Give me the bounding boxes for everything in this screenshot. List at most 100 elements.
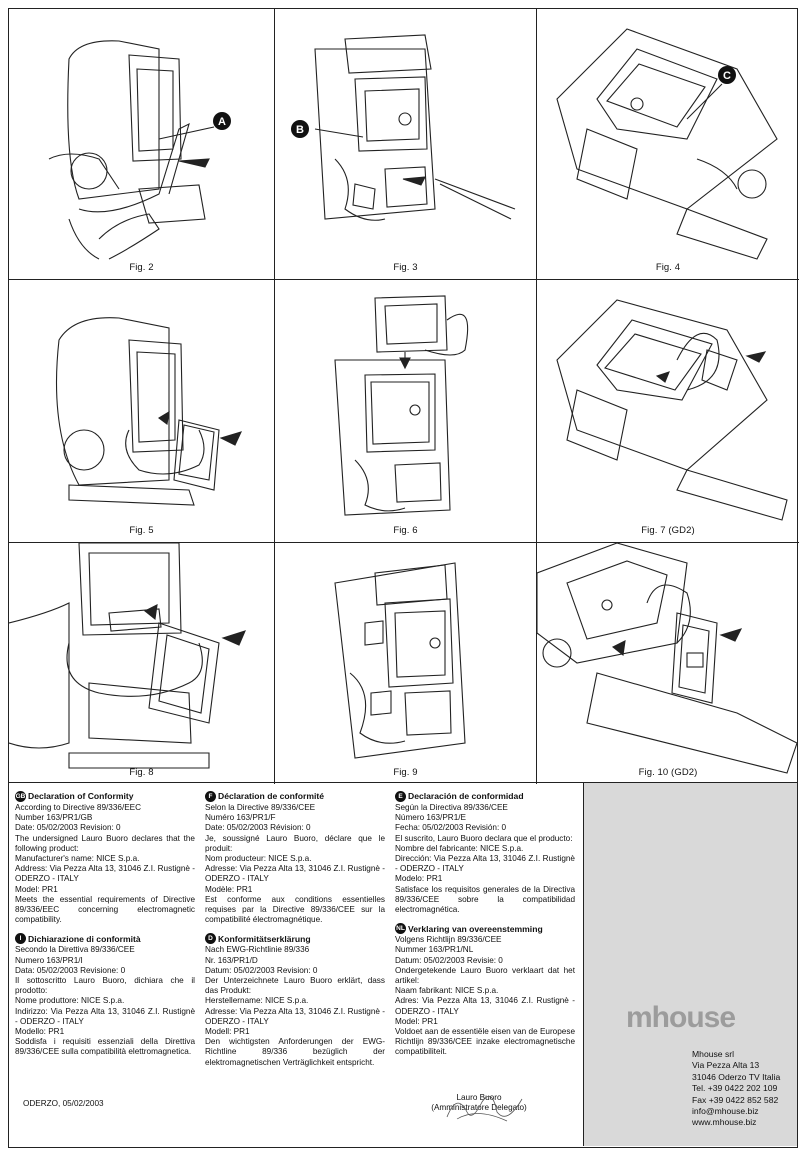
statement: Je, soussigné Lauro Buoro, déclare que l… [205,833,385,853]
figure-caption: Fig. 9 [393,767,418,778]
number-line: Number 163/PR1/GB [15,813,93,823]
model-line: Model: PR1 [395,1016,438,1026]
fig2-illustration: A [48,40,231,260]
address-line: Adresse: Via Pezza Alta 13, 31046 Z.I. R… [205,1006,385,1026]
model-line: Model: PR1 [15,884,58,894]
fig6-illustration [334,295,469,516]
figure-caption: Fig. 2 [129,262,154,273]
manufacturer-line: Nombre del fabricante: NICE S.p.a. [395,843,524,853]
figure-7: Fig. 7 (GD2) [537,280,799,543]
callout-b: B [296,124,304,136]
declaration-title: Déclaration de conformité [218,791,325,802]
number-line: Nr. 163/PR1/D [205,955,258,965]
figure-caption: Fig. 3 [393,262,418,273]
language-badge-i: I [15,933,26,945]
directive-line: Selon la Directive 89/336/CEE [205,803,316,812]
conformity-statement: Soddisfa i requisiti essenziali della Di… [15,1037,195,1057]
address-line: Dirección: Via Pezza Alta 13, 31046 Z.I.… [395,854,575,874]
manufacturer-line: Manufacturer's name: NICE S.p.a. [15,854,140,864]
row-divider [9,279,799,280]
fig7-illustration [556,299,788,521]
fig4-illustration: C [556,28,778,260]
email-line: info@mhouse.biz [692,1106,759,1117]
place-date: ODERZO, 05/02/2003 [23,1099,104,1108]
fax-line: Fax +39 0422 852 582 [692,1094,779,1105]
figure-3: B Fig. 3 [275,9,537,280]
address-line: Adres: Via Pezza Alta 13, 31046 Z.I. Rus… [395,996,575,1016]
figure-caption: Fig. 5 [129,525,154,536]
company-address: Mhouse srl Via Pezza Alta 13 31046 Oderz… [692,1049,780,1129]
date-line: Date: 05/02/2003 Révision: 0 [205,823,311,833]
figure-grid: A Fig. 2 [8,8,799,784]
number-line: Numero 163/PR1/I [15,955,83,965]
statement: Der Unterzeichnete Lauro Buoro erklärt, … [205,976,385,996]
manufacturer-line: Nome produttore: NICE S.p.a. [15,996,125,1006]
language-badge-gb: GB [15,791,26,802]
conformity-statement: Satisface los requisitos generales de la… [395,884,575,915]
city-line: 31046 Oderzo TV Italia [692,1071,781,1082]
date-line: Datum: 05/02/2003 Revision: 0 [205,965,318,975]
declaration-title: Dichiarazione di conformità [28,933,141,944]
figure-caption: Fig. 6 [393,525,418,536]
address-line: Adresse: Via Pezza Alta 13, 31046 Z.I. R… [205,864,385,884]
directive-line: Volgens Richtlijn 89/336/CEE [395,935,502,945]
figure-4: C Fig. 4 [537,9,799,280]
conformity-statement: Den wichtigsten Anforderungen der EWG-Ri… [205,1037,385,1067]
date-line: Datum: 05/02/2003 Revisie: 0 [395,955,503,965]
figure-caption: Fig. 4 [655,262,681,273]
mhouse-logo: mhouse [626,1001,736,1034]
language-badge-nl: NL [395,923,406,935]
fig8-illustration [9,543,246,769]
language-badge-f: F [205,791,216,802]
address-line: Indirizzo: Via Pezza Alta 13, 31046 Z.I.… [15,1006,195,1026]
figure-5: Fig. 5 [9,280,275,543]
figure-8: Fig. 8 [9,543,275,784]
column-divider [583,783,584,1146]
model-line: Modello: PR1 [15,1027,65,1037]
date-line: Data: 05/02/2003 Revisione: 0 [15,965,126,975]
conformity-statement: Meets the essential requirements of Dire… [15,894,195,925]
statement: Il sottoscritto Lauro Buoro, dichiara ch… [15,976,195,996]
number-line: Número 163/PR1/E [395,813,466,823]
brand-panel: mhouse Mhouse srl Via Pezza Alta 13 3104… [584,783,797,1146]
statement: Ondergetekende Lauro Buoro verklaart dat… [395,965,575,986]
figure-caption: Fig. 8 [129,767,154,778]
directive-line: According to Directive 89/336/EEC [15,803,142,812]
figure-2: A Fig. 2 [9,9,275,280]
language-badge-e: E [395,791,406,802]
signature-block: Lauro Buoro (Amministratore Delegato) [409,1093,549,1122]
figure-caption: Fig. 7 (GD2) [641,525,695,536]
figure-6: Fig. 6 [275,280,537,543]
model-line: Modelo: PR1 [395,874,443,884]
address-line: Address: Via Pezza Alta 13, 31046 Z.I. R… [15,864,195,884]
declaration-title: Konformitätserklärung [218,933,311,944]
statement: El suscrito, Lauro Buoro declara que el … [395,833,573,843]
handwritten-signature [446,1095,523,1122]
street-line: Via Pezza Alta 13 [692,1060,760,1071]
model-line: Modèle: PR1 [205,884,253,894]
figure-9: Fig. 9 [275,543,537,784]
manufacturer-line: Nom producteur: NICE S.p.a. [205,854,312,864]
declaration-title: Verklaring van overeenstemming [408,923,543,934]
date-line: Date: 05/02/2003 Revision: 0 [15,823,121,833]
fig5-illustration [55,317,243,506]
number-line: Nummer 163/PR1/NL [395,945,474,955]
phone-line: Tel. +39 0422 202 109 [692,1083,778,1094]
number-line: Numéro 163/PR1/F [205,813,276,823]
fig10-illustration [537,543,798,774]
language-badge-d: D [205,933,216,945]
directive-line: Según la Directiva 89/336/CEE [395,803,508,812]
callout-c: C [723,70,731,82]
directive-line: Nach EWG-Richtlinie 89/336 [205,945,310,955]
signatory-name: Lauro Buoro [456,1093,502,1102]
fig9-illustration [334,562,466,759]
conformity-statement: Voldoet aan de essentiële eisen van de E… [395,1027,575,1057]
